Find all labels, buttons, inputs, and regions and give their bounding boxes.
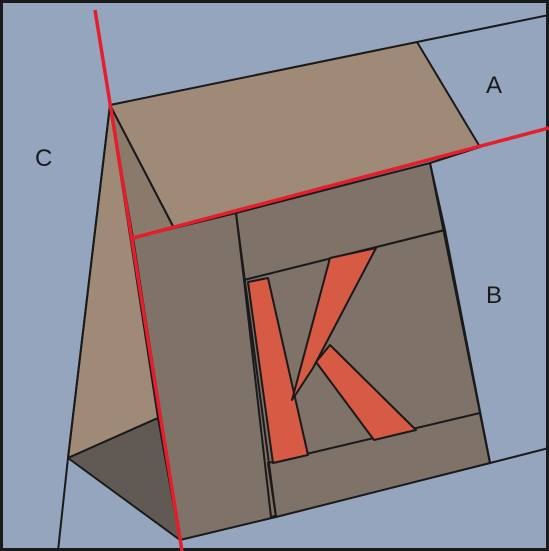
block-shapes: [67, 41, 491, 541]
wall-divider: [235, 212, 277, 518]
cut-lines: [93, 9, 549, 551]
gable-left-edge: [67, 104, 111, 459]
section-label-a: A: [486, 72, 502, 99]
letter-k-lower-diagonal: [315, 344, 417, 441]
cut-line-roof-base: [132, 126, 549, 240]
base-right-edge: [489, 447, 549, 464]
wall-right-edge: [429, 162, 491, 464]
letter-k-upper-diagonal: [291, 247, 377, 401]
roof-top-right-edge: [416, 14, 549, 43]
section-label-b: B: [486, 282, 502, 309]
cut-line-left: [93, 9, 184, 551]
section-label-c: C: [35, 145, 52, 172]
base-left-edge: [57, 457, 69, 551]
letter-k-stem: [247, 277, 309, 464]
